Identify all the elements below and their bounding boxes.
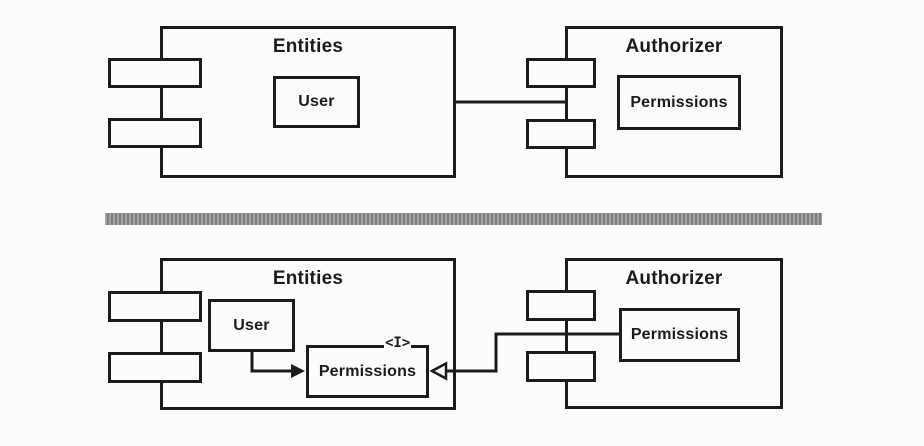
separator-bar	[105, 213, 822, 225]
component-title: Entities	[272, 36, 344, 57]
component-port-icon	[108, 291, 202, 322]
class-box-label: Permissions	[318, 362, 417, 380]
component-port-icon	[526, 351, 596, 382]
component-port-icon	[108, 58, 202, 88]
class-box-label: Permissions	[630, 93, 728, 111]
interface-label: <I>	[384, 335, 412, 352]
component-entities-bottom: Entities User Permissions	[160, 258, 456, 410]
class-box-permissions: Permissions	[617, 75, 741, 130]
component-port-icon	[108, 352, 202, 383]
class-box-user: User	[208, 299, 295, 352]
class-box-permissions: Permissions	[619, 308, 740, 362]
component-port-icon	[526, 119, 596, 149]
component-title: Entities	[272, 268, 344, 289]
component-port-icon	[108, 118, 202, 148]
class-box-user: User	[273, 76, 360, 128]
component-title: Authorizer	[625, 268, 723, 289]
class-box-permissions: Permissions	[306, 345, 429, 398]
component-port-icon	[526, 290, 596, 321]
component-entities-top: Entities User	[160, 26, 456, 178]
component-title: Authorizer	[625, 36, 723, 57]
class-box-label: User	[298, 93, 335, 110]
component-authorizer-top: Authorizer Permissions	[565, 26, 783, 178]
class-box-label: Permissions	[630, 326, 729, 343]
component-port-icon	[526, 58, 596, 88]
class-box-label: User	[233, 316, 270, 334]
component-authorizer-bottom: Authorizer Permissions	[565, 258, 783, 409]
